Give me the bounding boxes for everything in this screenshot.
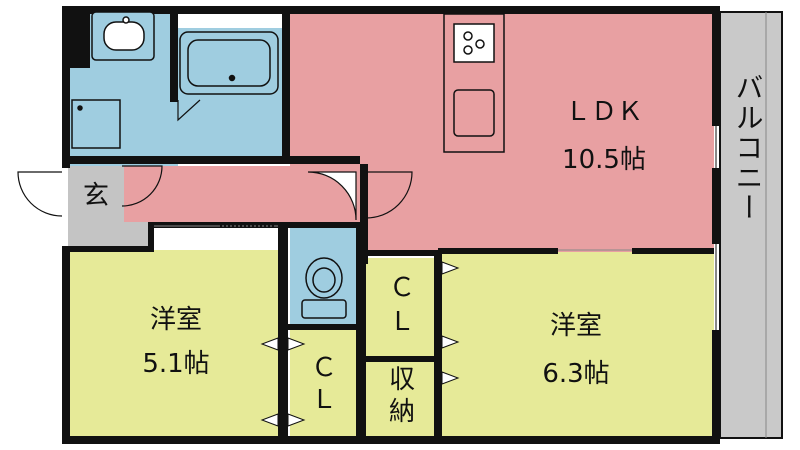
sliding-doors [154, 225, 632, 427]
washer-pan-icon [71, 99, 121, 149]
western-room-right-area[interactable] [440, 252, 714, 436]
balcony-label: バルコニー [732, 73, 765, 223]
storage-line2: 納 [389, 397, 415, 427]
washroom-door [121, 165, 163, 207]
closet-2-line2: Ｌ [389, 307, 415, 337]
closet-1-line2: Ｌ [311, 385, 337, 415]
ldk-size: 10.5帖 [562, 145, 646, 175]
western-room-left-name: 洋室 [150, 305, 202, 335]
storage-line1: 収 [389, 365, 415, 395]
entrance-label: 玄 [83, 181, 109, 211]
closet-2-line1: Ｃ [389, 273, 415, 303]
closet-2-area[interactable] [366, 258, 436, 356]
bathroom-door [177, 99, 201, 122]
balcony-area [719, 11, 783, 439]
ldk-door [365, 171, 413, 219]
toilet-icon [301, 257, 347, 319]
kitchen-sink-icon [453, 89, 495, 137]
entrance-door [17, 171, 63, 217]
western-room-left-size: 5.1帖 [142, 349, 209, 379]
entrance-floor [68, 222, 148, 248]
western-room-right-size: 6.3帖 [542, 359, 609, 389]
storage-area[interactable] [366, 360, 436, 436]
ldk-name: ＬＤＫ [565, 97, 643, 127]
western-room-left-area[interactable] [68, 250, 278, 436]
closet-1-line1: Ｃ [311, 353, 337, 383]
doors[interactable] [17, 99, 413, 221]
balcony[interactable]: バルコニー [719, 11, 783, 439]
western-room-right-name: 洋室 [550, 311, 602, 341]
bathtub-icon [179, 31, 279, 95]
hallway-door [307, 171, 357, 221]
sink-icon [91, 11, 155, 61]
windows [65, 126, 717, 380]
